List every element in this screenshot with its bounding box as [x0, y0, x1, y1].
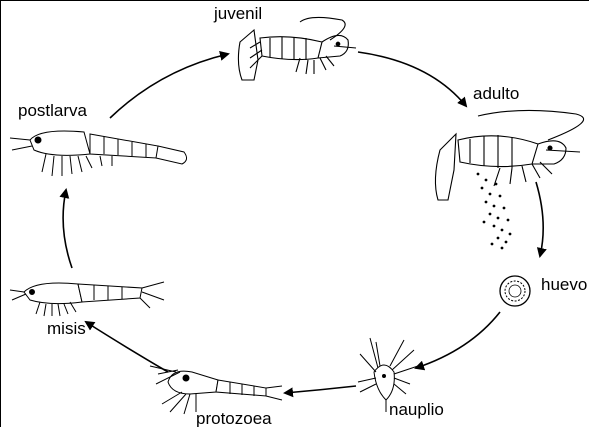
label-adulto: adulto — [473, 85, 519, 102]
eggs-dots — [477, 173, 512, 250]
label-juvenil: juvenil — [214, 5, 262, 22]
adulto-shrimp-illustration — [435, 110, 583, 200]
arrow-adulto-to-huevo — [536, 182, 543, 256]
arrow-nauplio-to-protozoea — [285, 386, 356, 393]
arrow-protozoea-to-misis — [86, 322, 168, 372]
huevo-egg-illustration — [500, 276, 530, 306]
arrow-postlarva-to-juvenil — [110, 54, 228, 118]
label-postlarva: postlarva — [18, 102, 87, 119]
label-protozoea: protozoea — [196, 410, 272, 427]
juvenil-shrimp-illustration — [238, 17, 356, 80]
label-misis: misis — [47, 320, 86, 337]
label-nauplio: nauplio — [389, 401, 444, 418]
arrow-juvenil-to-adulto — [358, 52, 466, 106]
arrow-huevo-to-nauplio — [416, 312, 500, 368]
misis-illustration — [10, 282, 164, 316]
arrow-misis-to-postlarva — [63, 190, 72, 268]
postlarva-illustration — [10, 131, 187, 176]
protozoea-illustration — [150, 366, 282, 414]
label-huevo: huevo — [541, 276, 587, 293]
